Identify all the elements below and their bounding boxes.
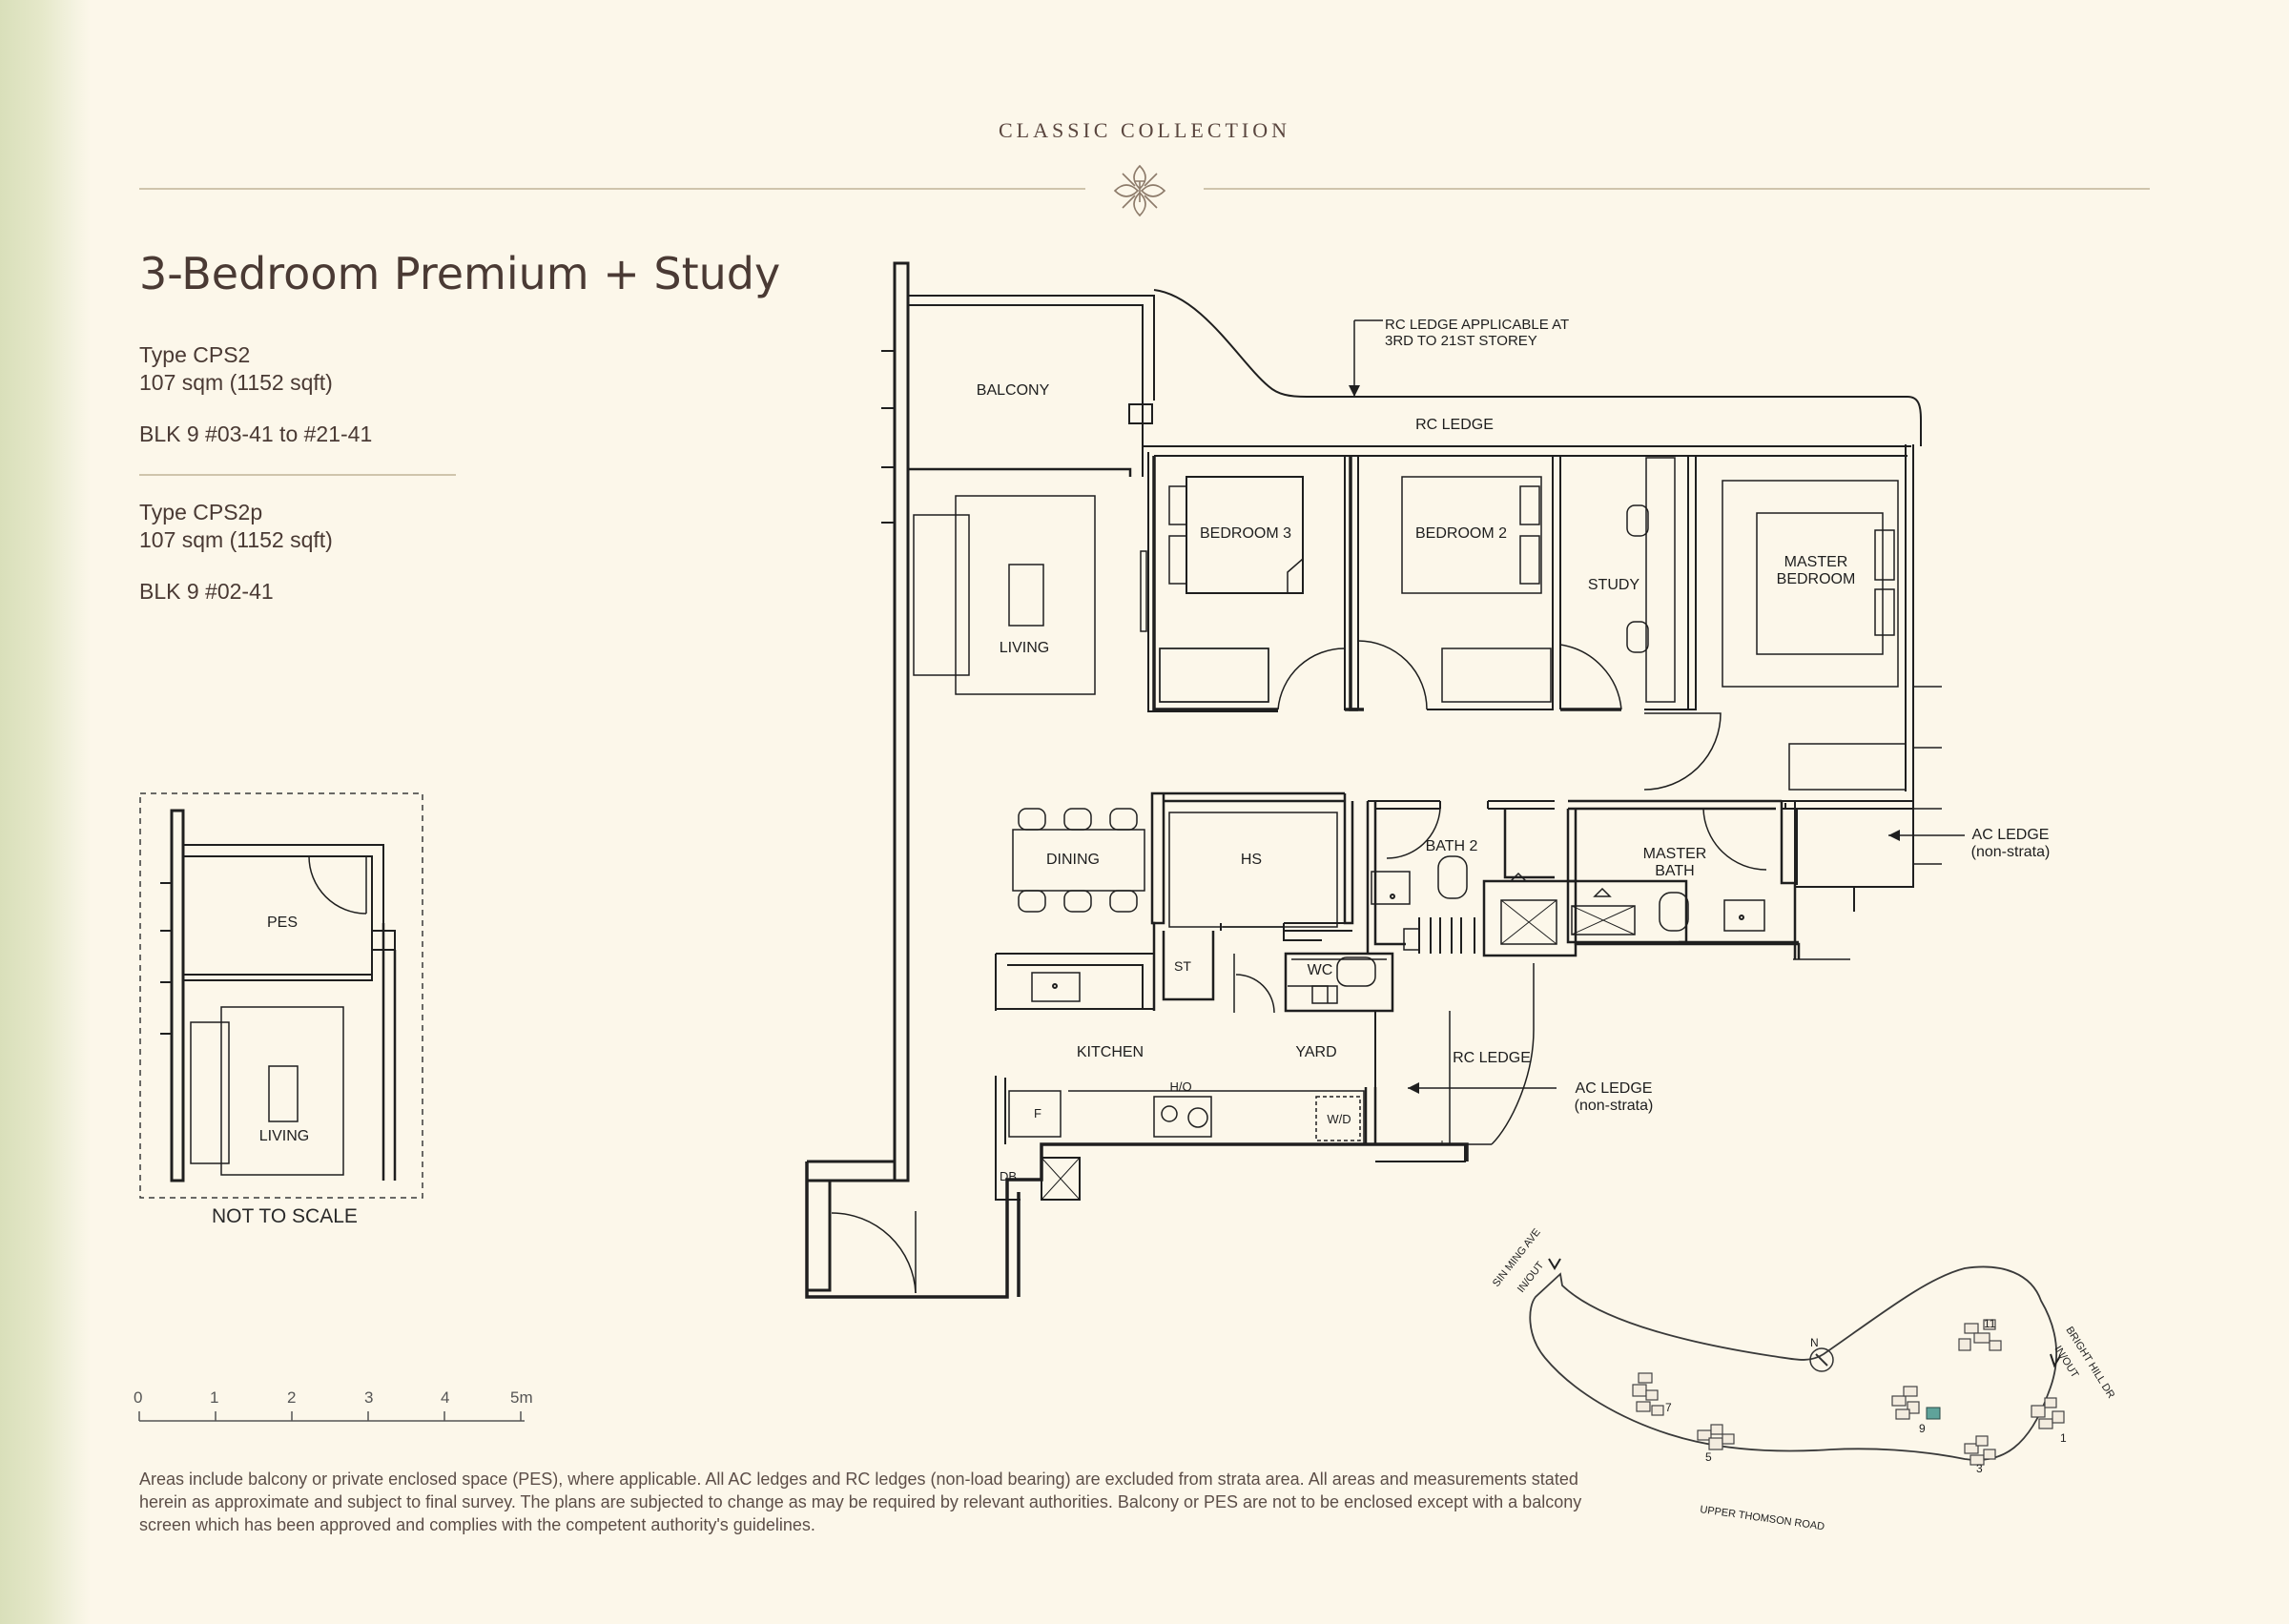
block-label-1: 1 (2060, 1431, 2067, 1445)
label-f: F (1034, 1106, 1041, 1120)
label-db: DB (1000, 1169, 1017, 1183)
collection-title: CLASSIC COLLECTION (998, 118, 1291, 142)
page-edge-gradient (0, 0, 91, 1624)
label-study: STUDY (1588, 577, 1640, 593)
label-master-bath-1: MASTER (1643, 846, 1707, 862)
label-bedroom-2: BEDROOM 2 (1415, 525, 1507, 542)
label-ac-ledge-right: AC LEDGE (1972, 827, 2050, 843)
label-balcony: BALCONY (977, 382, 1050, 399)
scale-bar (138, 1411, 525, 1422)
label-rc-ledge: RC LEDGE (1415, 417, 1494, 433)
label-wc: WC (1308, 962, 1333, 978)
label-dining: DINING (1046, 852, 1100, 868)
site-plan: N 11 7 9 5 1 3 SIN MING AVE IN/OUT BRIGH… (1491, 1226, 2116, 1532)
upper-thomson-road-label: UPPER THOMSON ROAD (1700, 1504, 1825, 1532)
key-plan-pes-label: PES (267, 915, 298, 931)
type-a-area: 107 sqm (1152 sqft) (139, 370, 333, 395)
label-st: ST (1174, 958, 1191, 974)
type-b-area: 107 sqm (1152 sqft) (139, 527, 333, 552)
scale-label-2: 2 (287, 1388, 297, 1407)
label-ac-ledge-bottom: AC LEDGE (1576, 1080, 1653, 1097)
scale-label-1: 1 (210, 1388, 219, 1407)
highlighted-unit-marker (1926, 1407, 1941, 1420)
header-rule-left (139, 188, 1085, 190)
type-a-units: BLK 9 #03-41 to #21-41 (139, 421, 373, 446)
key-plan-pes: PES LIVING (139, 792, 423, 1199)
scale-label-4: 4 (441, 1388, 450, 1407)
scale-label-3: 3 (364, 1388, 374, 1407)
block-label-5: 5 (1705, 1450, 1712, 1464)
type-divider (139, 474, 456, 476)
north-label: N (1810, 1336, 1819, 1349)
label-bath-2: BATH 2 (1426, 838, 1478, 854)
key-plan-living-label: LIVING (259, 1128, 309, 1144)
label-kitchen: KITCHEN (1077, 1044, 1144, 1060)
block-label-11: 11 (1984, 1317, 1996, 1330)
label-master-bedroom-2: BEDROOM (1777, 571, 1856, 587)
type-b-units: BLK 9 #02-41 (139, 579, 274, 604)
label-rc-ledge-2: RC LEDGE (1453, 1050, 1531, 1066)
block-label-7: 7 (1665, 1401, 1672, 1414)
sin-ming-in-out-label: IN/OUT (1516, 1260, 1547, 1295)
label-master-bath-2: BATH (1655, 863, 1694, 879)
header-rule-right (1204, 188, 2150, 190)
label-non-strata-bottom: (non-strata) (1575, 1098, 1654, 1114)
label-bedroom-3: BEDROOM 3 (1200, 525, 1291, 542)
not-to-scale-label: NOT TO SCALE (212, 1205, 358, 1227)
label-hs: HS (1241, 852, 1262, 868)
label-rc-ledge-note-2: 3RD TO 21ST STOREY (1385, 333, 1537, 349)
unit-title: 3-Bedroom Premium + Study (139, 248, 781, 299)
block-label-9: 9 (1919, 1422, 1926, 1435)
disclaimer-text: Areas include balcony or private enclose… (139, 1470, 1582, 1534)
block-label-3: 3 (1976, 1462, 1983, 1475)
label-living: LIVING (1000, 640, 1049, 656)
leaf-emblem-icon (1113, 164, 1166, 217)
type-a-name: Type CPS2 (139, 342, 251, 367)
label-wd: W/D (1327, 1112, 1351, 1126)
label-rc-ledge-note-1: RC LEDGE APPLICABLE AT (1385, 317, 1569, 333)
scale-label-0: 0 (134, 1388, 143, 1407)
label-master-bedroom-1: MASTER (1784, 554, 1848, 570)
scale-label-5: 5m (510, 1388, 533, 1407)
type-b-name: Type CPS2p (139, 500, 263, 524)
label-yard: YARD (1295, 1044, 1336, 1060)
label-non-strata-right: (non-strata) (1971, 844, 2051, 860)
label-ho: H/O (1169, 1079, 1191, 1094)
